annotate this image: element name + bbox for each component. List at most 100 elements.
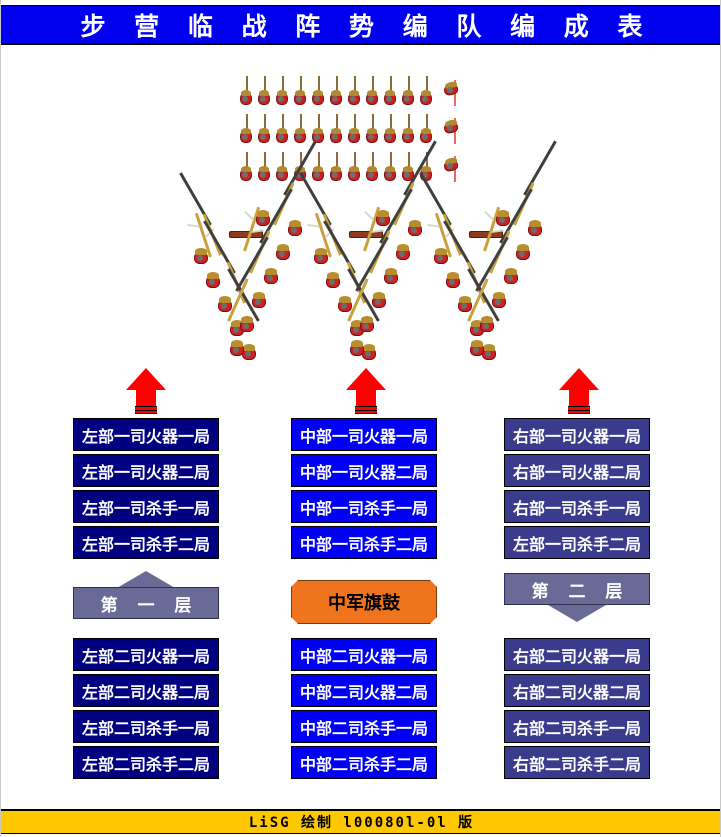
soldier-icon (203, 220, 236, 313)
soldier-helm-part (349, 90, 359, 96)
soldier-icon (369, 230, 391, 309)
arrow-head (346, 368, 386, 390)
arrow-base (135, 406, 157, 414)
unit-box[interactable]: 左部二司火器二局 (73, 674, 219, 707)
soldier-face-part (296, 172, 302, 178)
unit-box[interactable]: 左部二司火器一局 (73, 638, 219, 671)
archer-row-2 (237, 114, 461, 146)
unit-box[interactable]: 右部一司火器二局 (504, 454, 650, 487)
unit-box[interactable]: 中部二司火器一局 (291, 638, 437, 671)
page-title: 步 营 临 战 阵 势 编 队 编 成 表 (80, 11, 653, 41)
soldier-face-part (242, 172, 248, 178)
soldier-helm-part (363, 344, 375, 351)
unit-box[interactable]: 中部二司火器二局 (291, 674, 437, 707)
soldier-icon (249, 230, 271, 309)
soldier-eye-part (259, 217, 265, 223)
soldier-pole-part (264, 152, 266, 172)
soldier-pole-part (264, 76, 266, 96)
soldier-helm-part (207, 272, 219, 279)
soldier-face-part (296, 96, 302, 102)
soldier-eye-part (317, 255, 323, 261)
soldier-helm-part (295, 90, 305, 96)
soldier-eye-part (267, 275, 273, 281)
soldier-icon (309, 76, 327, 108)
unit-box[interactable]: 中部一司火器一局 (291, 418, 437, 451)
soldier-icon (309, 114, 327, 146)
unit-box[interactable]: 左部一司杀手二局 (504, 526, 650, 559)
unit-box[interactable]: 左部二司杀手一局 (73, 710, 219, 743)
soldier-icon (499, 188, 533, 285)
title-banner: 步 营 临 战 阵 势 编 队 编 成 表 (1, 5, 720, 45)
soldier-icon (202, 213, 223, 289)
soldier-icon (345, 152, 363, 184)
unit-box[interactable]: 中部二司杀手二局 (291, 746, 437, 779)
soldier-leader-icon (443, 114, 461, 146)
soldier-icon (419, 172, 452, 265)
unit-box[interactable]: 左部一司杀手二局 (73, 526, 219, 559)
soldier-eye-part (233, 327, 239, 333)
soldier-icon (179, 172, 212, 265)
v-formation-right (419, 140, 557, 370)
soldier-pole-part (336, 152, 338, 172)
unit-box[interactable]: 中部一司火器二局 (291, 454, 437, 487)
unit-box[interactable]: 右部一司火器一局 (504, 418, 650, 451)
soldier-icon (417, 114, 435, 146)
soldier-icon (442, 213, 463, 289)
soldier-icon (322, 213, 343, 289)
command-center-box[interactable]: 中军旗鼓 (291, 580, 437, 624)
soldier-face-part (332, 134, 338, 140)
footer-credit: LiSG 绘制 l00080l-0l 版 (248, 815, 475, 831)
soldier-helm-part (313, 90, 323, 96)
archer-row-1 (237, 76, 461, 108)
soldier-pole-part (426, 114, 428, 134)
soldier-icon (345, 114, 363, 146)
soldier-face-part (278, 96, 284, 102)
soldier-helm-part (243, 344, 255, 351)
soldier-face-part (447, 125, 453, 131)
soldier-eye-part (437, 255, 443, 261)
soldier-icon (259, 188, 293, 285)
soldier-icon (489, 230, 511, 309)
unit-box[interactable]: 右部一司杀手一局 (504, 490, 650, 523)
soldier-eye-part (473, 327, 479, 333)
unit-box[interactable]: 中部二司杀手一局 (291, 710, 437, 743)
soldier-pole-part (318, 76, 320, 96)
unit-box[interactable]: 右部二司杀手二局 (504, 746, 650, 779)
soldier-helm-part (259, 90, 269, 96)
soldier-pole-part (300, 76, 302, 96)
soldier-icon (513, 182, 535, 261)
soldier-eye-part (473, 347, 479, 353)
soldier-helm-part (403, 90, 413, 96)
soldier-face-part (278, 134, 284, 140)
unit-box[interactable]: 左部一司杀手一局 (73, 490, 219, 523)
soldier-helm-part (327, 272, 339, 279)
unit-box[interactable]: 中部一司杀手一局 (291, 490, 437, 523)
unit-box[interactable]: 中部一司杀手二局 (291, 526, 437, 559)
unit-box[interactable]: 左部二司杀手二局 (73, 746, 219, 779)
soldier-helm-part (403, 128, 413, 134)
arrow-base (568, 406, 590, 414)
soldier-helm-part (241, 316, 253, 323)
soldier-face-part (296, 134, 302, 140)
soldier-icon (273, 152, 291, 184)
unit-box[interactable]: 左部一司火器二局 (73, 454, 219, 487)
unit-box[interactable]: 右部二司杀手一局 (504, 710, 650, 743)
soldier-helm-part (367, 166, 377, 172)
soldier-pole-part (246, 152, 248, 172)
soldier-icon (255, 152, 273, 184)
soldier-icon (327, 152, 345, 184)
soldier-helm-part (421, 128, 431, 134)
soldier-helm-part (517, 244, 529, 251)
soldier-pole-part (336, 76, 338, 96)
soldier-icon (493, 205, 513, 227)
soldier-helm-part (493, 292, 505, 299)
soldier-icon (273, 114, 291, 146)
unit-box[interactable]: 左部一司火器一局 (73, 418, 219, 451)
unit-box[interactable]: 右部二司火器二局 (504, 674, 650, 707)
soldier-pole-part (390, 152, 392, 172)
unit-box[interactable]: 右部二司火器一局 (504, 638, 650, 671)
soldier-pole-part (354, 152, 356, 172)
soldier-helm-part (265, 268, 277, 275)
soldier-eye-part (387, 275, 393, 281)
